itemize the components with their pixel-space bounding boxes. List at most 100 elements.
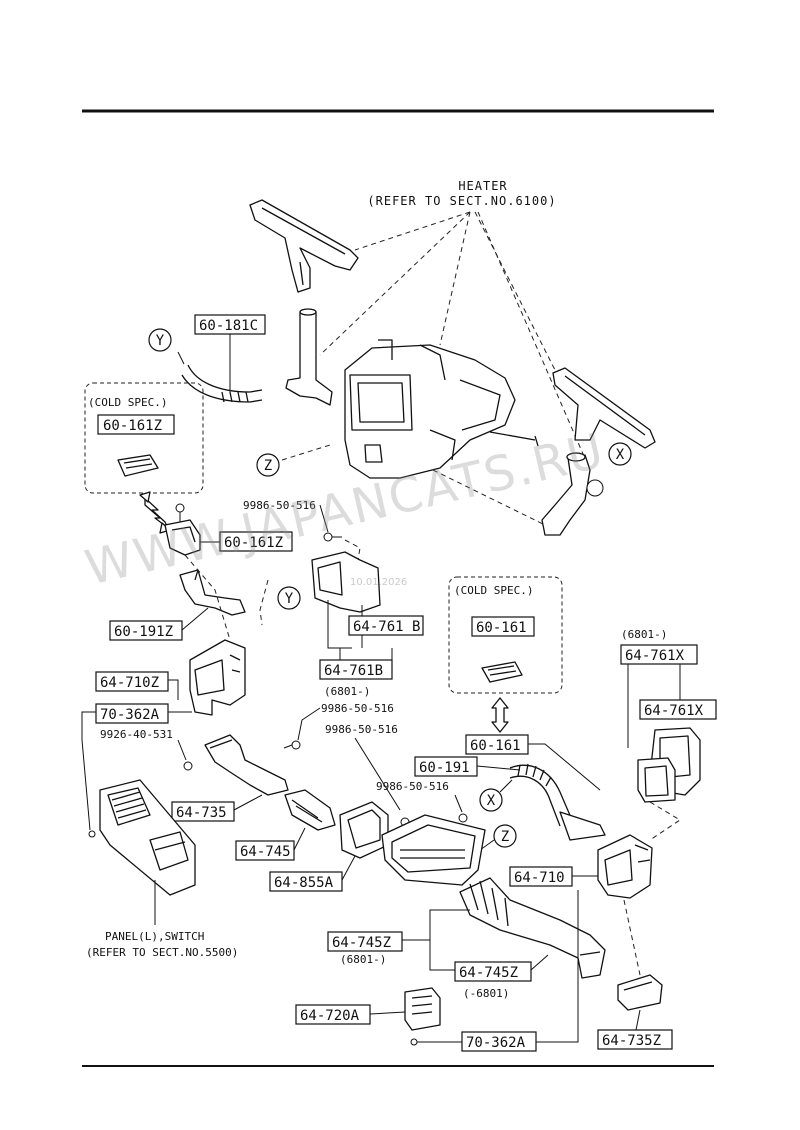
- fastener-4: 9986-50-516: [376, 780, 449, 793]
- fastener-5: 9926-40-531: [100, 728, 173, 741]
- duct-64-735: [204, 734, 289, 796]
- ref-circle-x2: [608, 442, 632, 466]
- note-6801-c: (6801-): [621, 628, 667, 641]
- ref-circle-z2: [493, 824, 517, 848]
- heater-unit: [344, 339, 539, 479]
- label-box-64-720a: [295, 1004, 371, 1025]
- ref-z1: Z: [264, 458, 272, 474]
- part-60-181c: 60-181C: [199, 318, 258, 334]
- screw-1: [323, 532, 342, 542]
- grille-64-745: [284, 789, 336, 831]
- grille-64-720a: [404, 987, 441, 1031]
- hose-60-191: [509, 763, 606, 841]
- label-box-64-735z: [597, 1029, 673, 1050]
- ref-z2: Z: [501, 829, 509, 845]
- ref-circle-x1: [479, 788, 503, 812]
- part-64-761b-b: 64-761B: [324, 663, 383, 679]
- label-box-60-191z: [109, 620, 183, 641]
- label-box-60-161-a: [471, 616, 535, 637]
- duct-60-191z: [179, 569, 246, 616]
- fastener-2: 9986-50-516: [321, 702, 394, 715]
- ref-y2: Y: [285, 591, 294, 607]
- part-60-191z: 60-191Z: [114, 624, 173, 640]
- duct-64-761x: [637, 727, 701, 803]
- label-box-64-761b-a: [348, 615, 424, 636]
- cold-spec-right-frame: [448, 576, 563, 694]
- date-stamp: 10.01.2026: [350, 577, 407, 588]
- right-upper-bracket: [552, 367, 656, 449]
- part-64-855a: 64-855A: [274, 875, 334, 891]
- label-box-64-735: [171, 801, 235, 822]
- screw-2: [283, 740, 301, 750]
- label-box-64-745z-a: [327, 931, 403, 952]
- part-64-761x-b: 64-761X: [644, 703, 704, 719]
- label-box-60-161z-a: [97, 414, 175, 435]
- label-box-70-362a-a: [95, 703, 169, 724]
- duct-64-761b: [311, 551, 381, 613]
- right-elbow-pipe: [541, 452, 604, 536]
- label-box-64-855a: [269, 871, 343, 892]
- part-60-161-b: 60-161: [470, 738, 521, 754]
- vent-duct-center: [381, 814, 486, 886]
- ref-circle-z1: [256, 453, 280, 477]
- ref-x1: X: [487, 793, 496, 809]
- part-60-161z-a: 60-161Z: [103, 418, 162, 434]
- part-64-710: 64-710: [514, 870, 565, 886]
- upper-duct-bracket: [249, 199, 359, 293]
- label-box-64-710z: [95, 671, 169, 692]
- part-64-745: 64-745: [240, 844, 291, 860]
- part-64-761b-a: 64-761 B: [353, 619, 420, 635]
- heater-note-line1: HEATER: [458, 179, 507, 193]
- part-60-161z-b: 60-161Z: [224, 535, 283, 551]
- label-box-64-761x-b: [639, 699, 717, 720]
- clip-right: [410, 1038, 418, 1046]
- label-box-64-761b-b: [319, 659, 393, 680]
- housing-64-855a: [339, 801, 389, 859]
- switch-60-161-cold: [481, 661, 523, 683]
- heater-reference-lines: [319, 211, 591, 471]
- screw-5: [183, 761, 193, 771]
- note-6801-b: (6801-): [340, 953, 386, 966]
- panel-note-line2: (REFER TO SECT.NO.5500): [86, 946, 238, 959]
- ref-circle-y1: [148, 328, 172, 352]
- note-6801-a: (6801-): [324, 685, 370, 698]
- clip-left: [88, 830, 96, 838]
- part-64-720a: 64-720A: [300, 1008, 360, 1024]
- cold-spec-right-label: (COLD SPEC.): [454, 584, 533, 597]
- label-box-64-745: [235, 840, 295, 861]
- hose-60-181c: [181, 364, 263, 403]
- part-64-761x-a: 64-761X: [625, 648, 685, 664]
- panel-left-switch: [99, 779, 196, 896]
- part-60-161-a: 60-161: [476, 620, 527, 636]
- part-70-362a-a: 70-362A: [100, 707, 160, 723]
- part-64-710z: 64-710Z: [100, 675, 159, 691]
- bracket-60-161z: [164, 503, 201, 556]
- heater-note-line2: (REFER TO SECT.NO.6100): [367, 194, 556, 208]
- switch-60-161z-cold: [117, 454, 159, 477]
- ref-y1: Y: [156, 333, 165, 349]
- part-70-362a-b: 70-362A: [466, 1035, 526, 1051]
- ref-x2: X: [616, 447, 625, 463]
- t-pipe: [285, 308, 333, 406]
- duct-64-710z: [189, 639, 246, 716]
- double-arrow-right: [491, 697, 509, 733]
- duct-64-735z: [617, 974, 663, 1011]
- duct-64-710: [597, 834, 653, 899]
- part-60-191: 60-191: [419, 760, 470, 776]
- fastener-3: 9986-50-516: [325, 723, 398, 736]
- part-64-745z-b: 64-745Z: [459, 965, 518, 981]
- panel-note-line1: PANEL(L),SWITCH: [105, 930, 204, 943]
- part-64-745z-a: 64-745Z: [332, 935, 391, 951]
- hose-64-745z: [459, 877, 606, 979]
- ref-circle-y2: [277, 586, 301, 610]
- label-box-64-745z-b: [454, 961, 532, 982]
- note-6801-d: (-6801): [463, 987, 509, 1000]
- fastener-1: 9986-50-516: [243, 499, 316, 512]
- part-64-735z: 64-735Z: [602, 1033, 661, 1049]
- cold-spec-left-frame: [84, 382, 204, 494]
- part-64-735: 64-735: [176, 805, 227, 821]
- label-box-64-761x-a: [620, 644, 698, 665]
- cold-spec-left-label: (COLD SPEC.): [88, 396, 167, 409]
